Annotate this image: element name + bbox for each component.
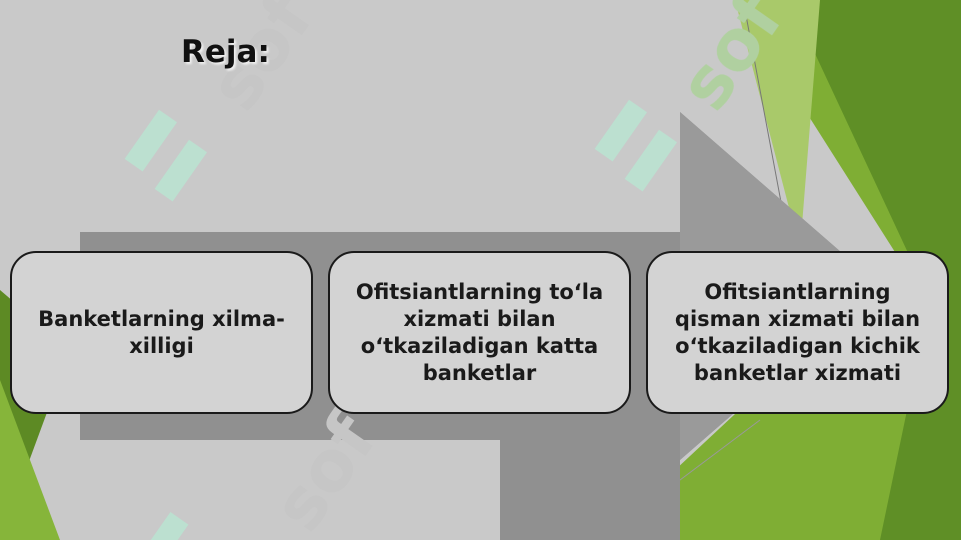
plan-item-label: Ofitsiantlarning to‘la xizmati bilan o‘t… xyxy=(355,279,604,385)
slide-title: Reja: xyxy=(181,34,270,70)
watermark-logo xyxy=(124,99,678,540)
left-green-shape-light xyxy=(0,380,60,540)
plan-item-3: Ofitsiantlarning qisman xizmati bilan o‘… xyxy=(646,251,949,414)
plan-item-2: Ofitsiantlarning to‘la xizmati bilan o‘t… xyxy=(328,251,631,414)
plan-item-label: Banketlarning xilma-xilligi xyxy=(38,306,285,358)
plan-item-1: Banketlarning xilma-xilligi xyxy=(10,251,313,414)
right-green-shape-pale xyxy=(735,0,820,250)
plan-item-label: Ofitsiantlarning qisman xizmati bilan o‘… xyxy=(674,279,921,385)
